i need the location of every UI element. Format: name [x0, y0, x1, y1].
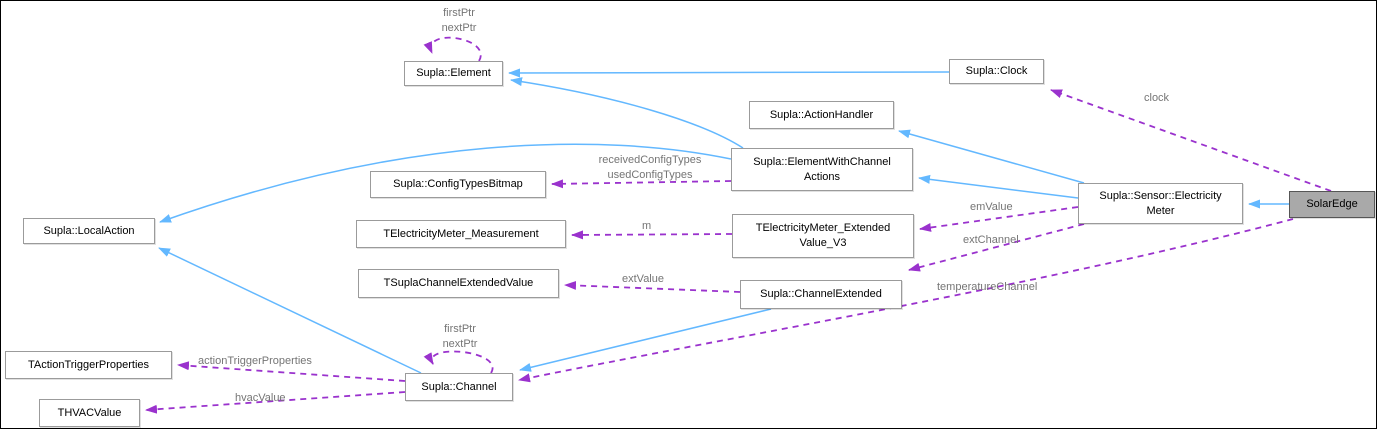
node-telectricitymeter-measurement[interactable]: TElectricityMeter_Measurement [356, 220, 566, 248]
edge-label-m: m [642, 220, 652, 232]
edge-label-configtypes: receivedConfigTypes usedConfigTypes [598, 154, 702, 181]
node-supla-channel[interactable]: Supla::Channel [405, 373, 513, 401]
node-supla-element[interactable]: Supla::Element [404, 61, 503, 86]
node-supla-elementwithchannelactions[interactable]: Supla::ElementWithChannel Actions [731, 148, 913, 191]
node-tactiontriggerproperties[interactable]: TActionTriggerProperties [5, 351, 172, 379]
edge-use-channel-selfloop [423, 350, 494, 374]
edge-inherit-clock-element [508, 68, 950, 78]
edge-use-solaredge-channel [518, 218, 1294, 383]
edge-label-clock: clock [1144, 92, 1170, 104]
edge-inherit-ewca-localaction [159, 143, 732, 223]
node-telectricitymeter-extendedvalue-v3[interactable]: TElectricityMeter_Extended Value_V3 [732, 214, 914, 258]
edge-label-hvacvalue: hvacValue [235, 392, 286, 404]
edge-use-channel-actiontriggerproperties [177, 361, 406, 382]
node-supla-channelextended[interactable]: Supla::ChannelExtended [740, 280, 902, 309]
edge-use-v3-measurement [571, 230, 733, 240]
edge-use-electricitymeter-channelextended [908, 223, 1085, 272]
edge-label-extvalue: extValue [622, 273, 664, 285]
node-solaredge: SolarEdge [1289, 191, 1375, 218]
node-tsuplachannelextendedvalue[interactable]: TSuplaChannelExtendedValue [358, 269, 559, 298]
edge-inherit-electricitymeter-actionhandler [898, 129, 1085, 184]
node-supla-localaction[interactable]: Supla::LocalAction [23, 218, 155, 244]
edge-inherit-electricitymeter-ewca [918, 174, 1079, 199]
edge-use-channelextended-extvalue [564, 280, 741, 293]
edge-use-ewca-configtypesbitmap [551, 179, 732, 189]
node-supla-actionhandler[interactable]: Supla::ActionHandler [749, 101, 894, 129]
edge-use-element-selfloop [423, 36, 482, 62]
edge-label-temperaturechannel: temperatureChannel [937, 281, 1038, 293]
edge-label-extchannel: extChannel [963, 234, 1019, 246]
edge-label-element-firstptr-nextptr: firstPtr nextPtr [441, 7, 477, 34]
edge-inherit-channel-localaction [158, 247, 422, 374]
edge-label-emvalue: emValue [970, 201, 1013, 213]
edge-label-channel-firstptr-nextptr: firstPtr nextPtr [442, 323, 478, 350]
edge-use-electricitymeter-v3 [919, 206, 1079, 232]
node-supla-sensor-electricitymeter[interactable]: Supla::Sensor::Electricity Meter [1078, 183, 1243, 224]
node-supla-configtypesbitmap[interactable]: Supla::ConfigTypesBitmap [370, 171, 546, 198]
node-supla-clock[interactable]: Supla::Clock [949, 59, 1044, 84]
edge-use-solaredge-clock [1050, 89, 1332, 192]
edge-inherit-channelextended-channel [519, 308, 772, 372]
node-thvacvalue[interactable]: THVACValue [39, 399, 140, 427]
edge-label-actiontriggerproperties: actionTriggerProperties [198, 355, 312, 367]
edge-inherit-ewca-element [510, 77, 744, 149]
